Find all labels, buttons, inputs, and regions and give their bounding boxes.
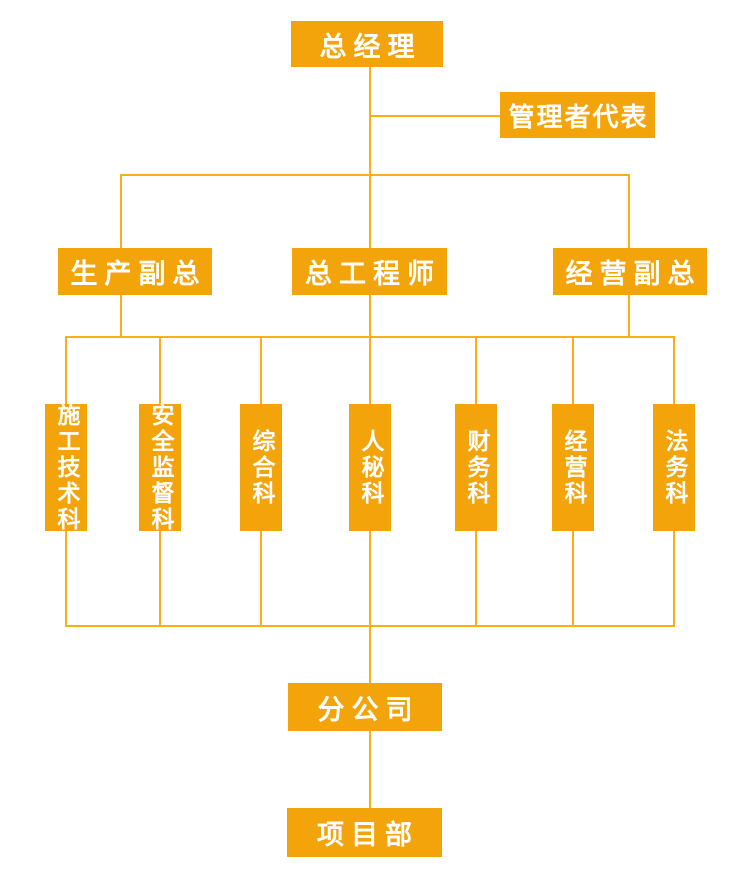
connector-line — [120, 295, 122, 338]
node-dept-personnel-secretary: 人秘科 — [349, 404, 391, 531]
node-dept-operations: 经营科 — [552, 404, 594, 531]
connector-line — [65, 336, 67, 404]
connector-line — [475, 531, 477, 626]
connector-line — [369, 115, 500, 117]
node-chief-engineer: 总工程师 — [292, 248, 447, 295]
connector-line — [65, 531, 67, 626]
connector-line — [369, 625, 371, 683]
connector-line — [572, 336, 574, 404]
node-management-representative: 管理者代表 — [500, 92, 655, 138]
connector-line — [369, 295, 371, 338]
connector-line — [120, 174, 122, 248]
connector-line — [369, 731, 371, 808]
node-dept-construction-tech: 施工技术科 — [45, 403, 87, 533]
connector-line — [673, 531, 675, 626]
node-dept-safety-supervision: 安全监督科 — [139, 403, 181, 533]
node-dept-legal: 法务科 — [653, 404, 695, 531]
node-general-manager: 总经理 — [291, 21, 443, 67]
node-project-department: 项目部 — [287, 808, 442, 857]
connector-line — [572, 531, 574, 626]
connector-line — [369, 336, 371, 404]
node-dept-general-affairs: 综合科 — [240, 404, 282, 531]
connector-line — [159, 531, 161, 626]
node-operations-vp: 经营副总 — [553, 248, 707, 295]
connector-line — [159, 336, 161, 404]
connector-line — [673, 336, 675, 404]
connector-line — [628, 295, 630, 338]
connector-line — [628, 174, 630, 248]
connector-line — [260, 336, 262, 404]
node-production-vp: 生产副总 — [58, 248, 212, 295]
connector-line — [120, 174, 630, 176]
connector-line — [475, 336, 477, 404]
node-branch-company: 分公司 — [288, 683, 442, 731]
connector-line — [369, 531, 371, 626]
connector-line — [260, 531, 262, 626]
node-dept-finance: 财务科 — [455, 404, 497, 531]
connector-line — [369, 67, 371, 248]
